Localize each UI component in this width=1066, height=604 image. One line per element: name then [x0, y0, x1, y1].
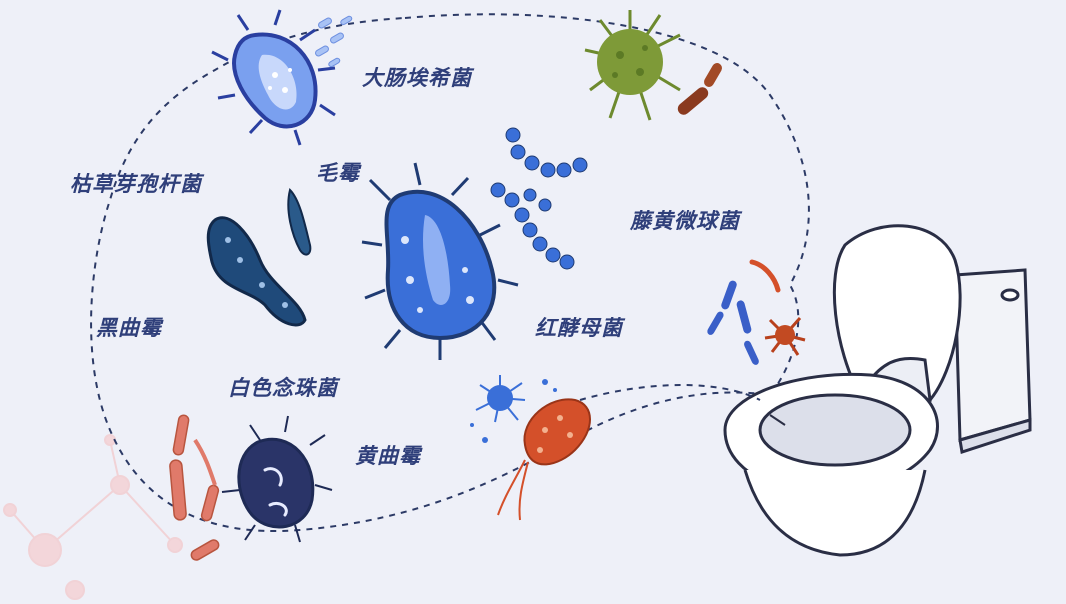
label-rhodotorula: 红酵母菌	[535, 316, 623, 340]
toilet-illustration	[723, 224, 1032, 557]
label-micrococcus: 藤黄微球菌	[630, 209, 740, 233]
label-mucor: 毛霉	[316, 161, 360, 185]
green-virus	[584, 10, 681, 121]
brown-rods	[677, 63, 722, 115]
label-aspergillus-flavus: 黄曲霉	[355, 444, 421, 468]
label-aspergillus-niger: 黑曲霉	[96, 316, 162, 340]
aspergillus-niger-microbe	[206, 188, 312, 327]
rhodotorula-microbes	[707, 259, 806, 365]
label-candida: 白色念珠菌	[228, 376, 338, 400]
bacillus-microbe	[211, 9, 336, 146]
micrococcus-chains	[490, 127, 588, 270]
dashed-cloud-outline	[90, 13, 810, 532]
dashed-flow-line	[579, 384, 761, 401]
candida-microbe	[470, 375, 557, 443]
network-decoration	[3, 434, 183, 600]
label-bacillus: 枯草芽孢杆菌	[70, 172, 202, 196]
pink-rods	[169, 414, 220, 561]
aspergillus-flavus-microbe	[497, 398, 591, 521]
label-ecoli: 大肠埃希菌	[362, 66, 472, 90]
mucor-microbe	[361, 162, 519, 360]
ecoli-rods	[315, 15, 353, 68]
navy-spiky-microbe	[221, 415, 333, 543]
